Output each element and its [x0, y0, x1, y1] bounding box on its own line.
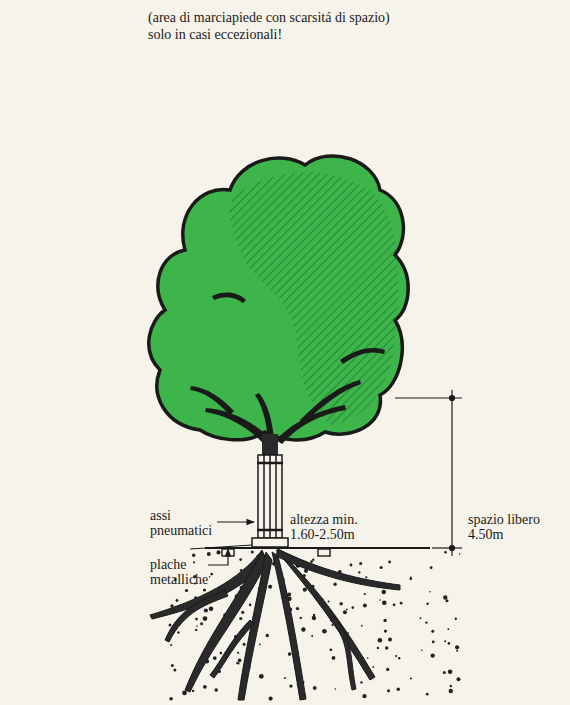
- tree-crown: [149, 156, 408, 440]
- note: (area di marciapiede con scarsitá di spa…: [148, 10, 478, 25]
- note: solo in casi eccezionali!: [148, 27, 478, 42]
- dimension-lines: [395, 390, 462, 556]
- trunk-boards: [252, 455, 288, 547]
- part-label: assi pneumatici: [150, 508, 216, 538]
- roots: [150, 549, 400, 700]
- part-label: plache metalliche: [150, 557, 208, 587]
- dimension-label: altezza min. 1.60-2.50m: [290, 512, 365, 542]
- branches: [190, 293, 385, 444]
- metal-plates: [222, 549, 330, 556]
- dimension-label: spazio libero 4.50m: [468, 512, 564, 542]
